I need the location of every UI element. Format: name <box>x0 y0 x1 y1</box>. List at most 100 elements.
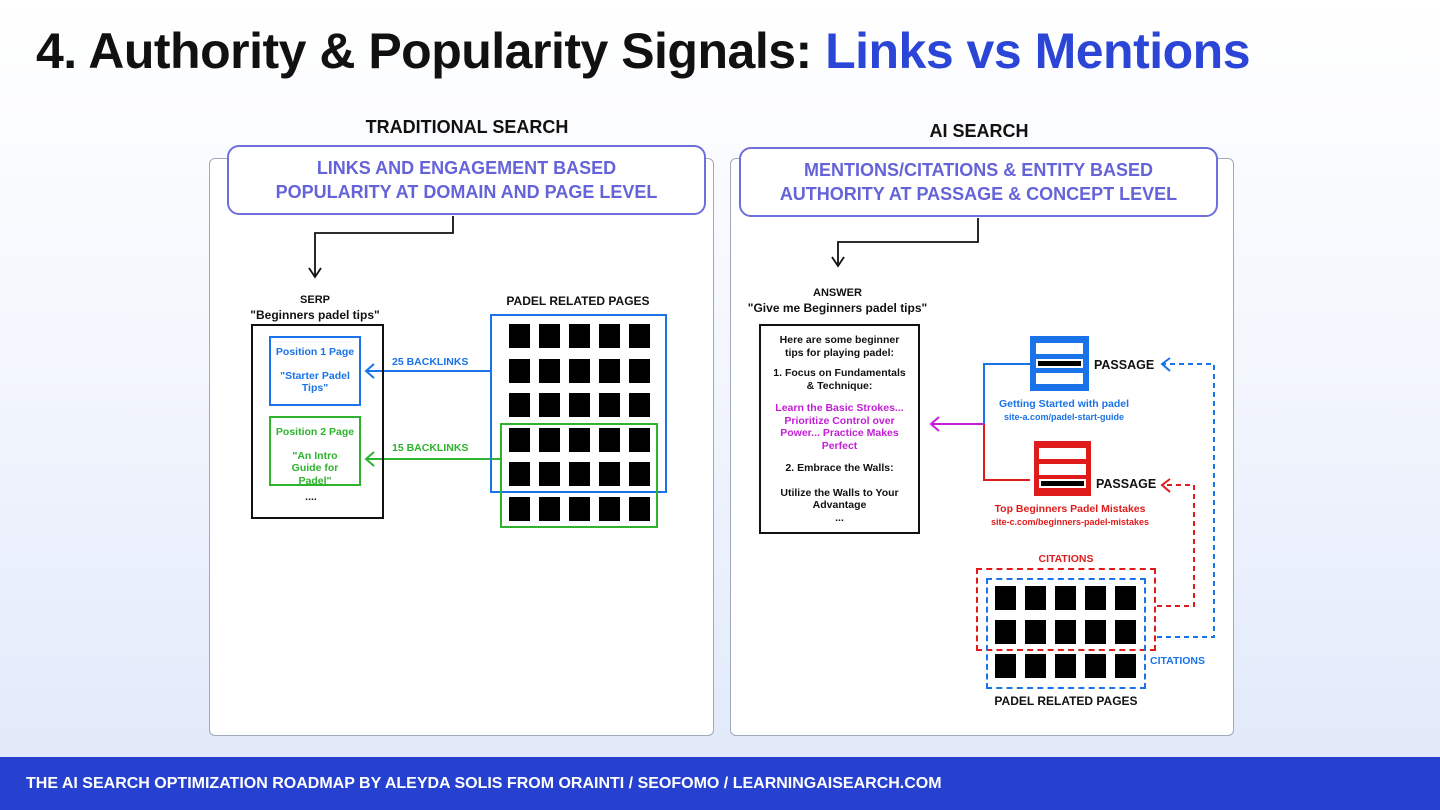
source1-url: site-a.com/padel-start-guide <box>1003 411 1125 422</box>
page-square <box>569 427 590 452</box>
serp-query: "Beginners padel tips" <box>250 308 380 322</box>
footer-bar: THE AI SEARCH OPTIMIZATION ROADMAP BY AL… <box>0 757 1440 810</box>
page-square <box>629 496 650 521</box>
traditional-pages-grid <box>490 314 670 529</box>
page-square <box>629 462 650 486</box>
page-square <box>569 462 590 486</box>
passage-blue-connector <box>983 363 1030 424</box>
page-square <box>629 427 650 452</box>
passage-red-icon <box>1034 441 1091 496</box>
traditional-arrowhead <box>308 267 322 279</box>
page-square <box>599 324 620 348</box>
page-square <box>995 654 1016 678</box>
page-square <box>539 393 560 417</box>
citations-blue-group <box>986 578 1146 689</box>
page-square <box>1055 586 1076 610</box>
page-square <box>995 620 1016 644</box>
answer-point2-body: Utilize the Walls to Your Advantage <box>780 486 899 512</box>
slide-title: 4. Authority & Popularity Signals: Links… <box>36 22 1251 80</box>
serp-label: SERP "Beginners padel tips" <box>232 293 398 323</box>
ai-heading: AI SEARCH <box>929 121 1029 141</box>
position1-card: Position 1 Page "Starter Padel Tips" <box>269 336 361 406</box>
answer-intro: Here are some beginner tips for playing … <box>779 334 900 359</box>
position1-title: Position 1 Page <box>275 346 355 358</box>
answer-box: Here are some beginner tips for playing … <box>759 324 920 534</box>
answer-ellipsis: ... <box>835 511 844 524</box>
page-square <box>599 462 620 486</box>
page-square <box>1085 586 1106 610</box>
answer-title: ANSWER <box>813 287 862 299</box>
answer-label: ANSWER "Give me Beginners padel tips" <box>740 286 935 316</box>
page-square <box>1115 586 1136 610</box>
page-square <box>599 427 620 452</box>
serp-title: SERP <box>300 294 330 306</box>
page-square <box>599 358 620 383</box>
citation-blue-dashed <box>1157 363 1215 638</box>
passage-label-2: PASSAGE <box>1096 477 1157 491</box>
page-square <box>509 496 530 521</box>
serp-box <box>251 324 384 519</box>
page-square <box>509 462 530 486</box>
page-square <box>539 324 560 348</box>
page-square <box>1085 654 1106 678</box>
source1-title: Getting Started with padel <box>998 398 1130 410</box>
page-square <box>509 358 530 383</box>
answer-query: "Give me Beginners padel tips" <box>747 301 928 315</box>
page-square <box>569 393 590 417</box>
page-square <box>1115 654 1136 678</box>
page-square <box>629 324 650 348</box>
page-square <box>1055 620 1076 644</box>
page-square <box>1085 620 1106 644</box>
page-square <box>629 393 650 417</box>
citations-blue-label: CITATIONS <box>1150 655 1206 667</box>
ai-pages-grid <box>994 585 1144 685</box>
position2-name: "An Intro Guide for Padel" <box>291 449 339 487</box>
page-square <box>539 358 560 383</box>
ai-arrowhead <box>831 256 845 268</box>
page-square <box>1025 586 1046 610</box>
page-square <box>599 496 620 521</box>
source2-title: Top Beginners Padel Mistakes <box>994 503 1146 515</box>
page-square <box>1025 620 1046 644</box>
page-square <box>509 393 530 417</box>
page-square <box>539 496 560 521</box>
title-accent: Links vs Mentions <box>825 23 1251 79</box>
ai-pill: MENTIONS/CITATIONS & ENTITY BASED AUTHOR… <box>739 147 1218 217</box>
serp-ellipsis: .... <box>305 491 317 503</box>
backlinks-25-label: 25 BACKLINKS <box>392 356 469 368</box>
ai-flow-arrow <box>837 218 979 264</box>
citations-red-label: CITATIONS <box>1038 553 1094 565</box>
page-square <box>539 427 560 452</box>
page-square <box>599 393 620 417</box>
passage-label-1: PASSAGE <box>1094 358 1155 372</box>
answer-highlight: Learn the Basic Strokes... Prioritize Co… <box>775 402 904 452</box>
source1: Getting Started with padel site-a.com/pa… <box>985 398 1143 423</box>
page-square <box>569 358 590 383</box>
page-square <box>509 324 530 348</box>
traditional-pages-label: PADEL RELATED PAGES <box>506 294 650 308</box>
page-square <box>509 427 530 452</box>
page-square <box>539 462 560 486</box>
traditional-pill: LINKS AND ENGAGEMENT BASED POPULARITY AT… <box>227 145 706 215</box>
source2-url: site-c.com/beginners-padel-mistakes <box>990 516 1150 527</box>
passage-blue-icon <box>1030 336 1089 391</box>
page-square <box>1055 654 1076 678</box>
page-square <box>1115 620 1136 644</box>
traditional-flow-arrow <box>314 216 454 276</box>
position2-title: Position 2 Page <box>275 426 355 438</box>
title-main: 4. Authority & Popularity Signals: <box>36 23 826 79</box>
page-square <box>569 324 590 348</box>
citations-red-group <box>976 568 1156 651</box>
page-square <box>1025 654 1046 678</box>
backlinks-15-label: 15 BACKLINKS <box>392 442 469 454</box>
traditional-heading: TRADITIONAL SEARCH <box>365 117 569 137</box>
answer-point2: 2. Embrace the Walls: <box>785 462 894 474</box>
citation-red-dashed <box>1157 484 1195 607</box>
passage-red-connector <box>983 424 1030 481</box>
answer-point1: 1. Focus on Fundamentals & Technique: <box>773 367 906 392</box>
blue-backlinks-group <box>490 314 667 493</box>
page-square <box>995 586 1016 610</box>
green-backlinks-group <box>500 423 658 528</box>
footer-text: THE AI SEARCH OPTIMIZATION ROADMAP BY AL… <box>26 775 942 792</box>
